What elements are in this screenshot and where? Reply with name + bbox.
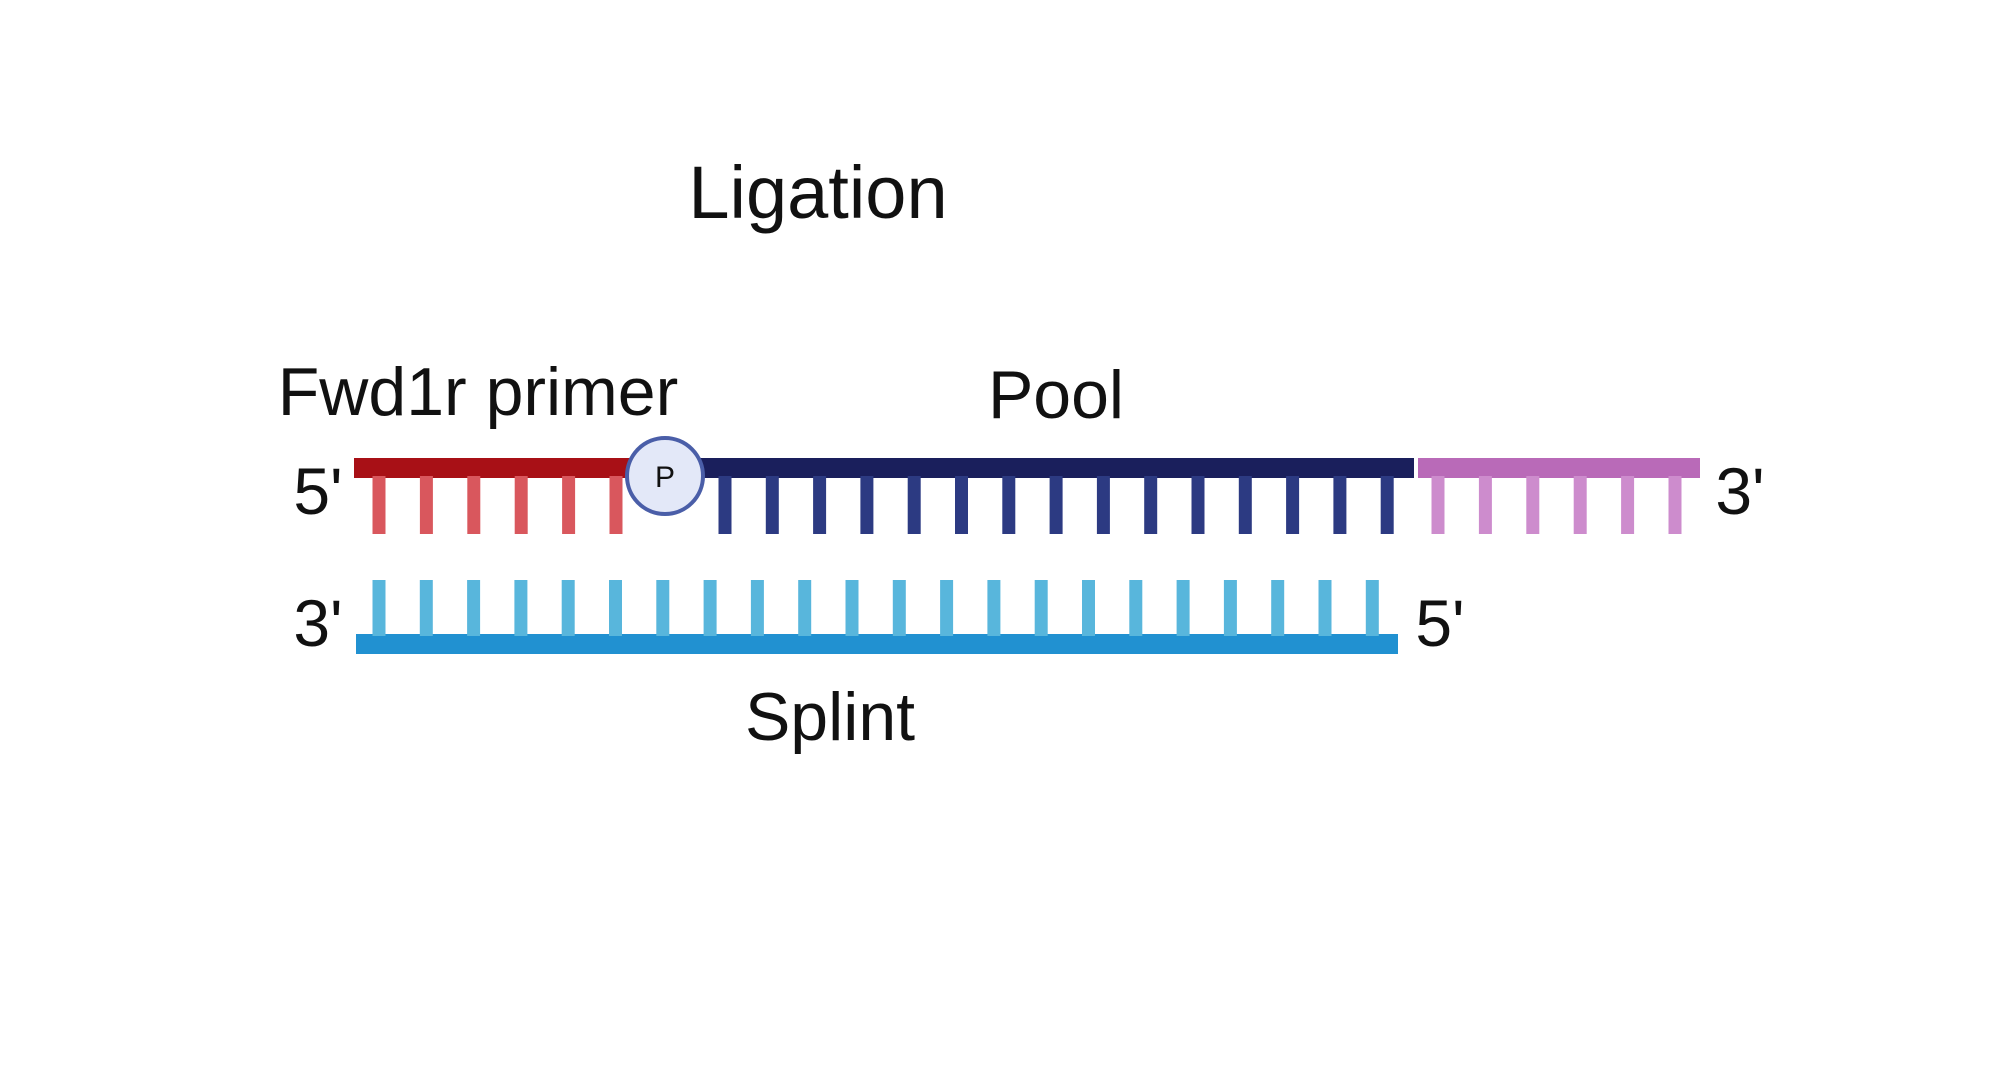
diagram-title: Ligation bbox=[688, 151, 947, 234]
tail-base bbox=[1526, 476, 1540, 534]
pool-base bbox=[1191, 476, 1205, 534]
splint-base bbox=[1271, 580, 1285, 636]
fwd1r-backbone bbox=[354, 458, 636, 478]
pool-bases bbox=[718, 476, 1394, 534]
fwd1r-base bbox=[514, 476, 528, 534]
phosphate-group: P bbox=[625, 436, 705, 516]
pool-base bbox=[1002, 476, 1016, 534]
splint-backbone bbox=[356, 634, 1398, 654]
pool-base bbox=[1286, 476, 1300, 534]
phosphate-circle bbox=[625, 436, 705, 516]
top-strand-3prime-label: 3' bbox=[1715, 454, 1764, 528]
pool-base bbox=[718, 476, 732, 534]
pool-base bbox=[1238, 476, 1252, 534]
pool-base bbox=[1333, 476, 1347, 534]
fwd1r-base bbox=[372, 476, 386, 534]
fwd1r-base bbox=[467, 476, 481, 534]
splint-base bbox=[1082, 580, 1095, 636]
splint-base bbox=[798, 580, 812, 636]
pool-base bbox=[1049, 476, 1063, 534]
pool-backbone bbox=[696, 458, 1414, 478]
tail-strand bbox=[1418, 458, 1700, 534]
splint-base bbox=[1129, 580, 1143, 636]
tail-base bbox=[1668, 476, 1682, 534]
pool-label: Pool bbox=[988, 357, 1124, 433]
fwd1r-base bbox=[419, 476, 433, 534]
splint-base bbox=[987, 580, 1001, 636]
fwd1r-base bbox=[609, 476, 623, 534]
fwd1r-primer-strand bbox=[354, 458, 636, 534]
pool-strand bbox=[696, 458, 1414, 534]
splint-base bbox=[892, 580, 906, 636]
fwd1r-primer-label: Fwd1r primer bbox=[278, 354, 679, 430]
splint-base bbox=[750, 580, 764, 636]
splint-base bbox=[1176, 580, 1190, 636]
pool-base bbox=[860, 476, 874, 534]
splint-5prime-label: 5' bbox=[1415, 586, 1464, 660]
splint-strand bbox=[356, 580, 1398, 654]
tail-backbone bbox=[1418, 458, 1700, 478]
fwd1r-base bbox=[562, 476, 576, 534]
splint-base bbox=[1034, 580, 1048, 636]
tail-bases bbox=[1431, 476, 1682, 534]
splint-base bbox=[845, 580, 859, 636]
tail-base bbox=[1573, 476, 1587, 534]
splint-base bbox=[1318, 580, 1332, 636]
splint-base bbox=[656, 580, 670, 636]
fwd1r-bases bbox=[372, 476, 623, 534]
splint-base bbox=[1223, 580, 1237, 636]
splint-base bbox=[1365, 580, 1379, 636]
tail-base bbox=[1621, 476, 1635, 534]
splint-label: Splint bbox=[745, 679, 915, 755]
pool-base bbox=[1096, 476, 1110, 534]
pool-base bbox=[1144, 476, 1158, 534]
tail-base bbox=[1431, 476, 1445, 534]
splint-base bbox=[940, 580, 954, 636]
pool-base bbox=[813, 476, 827, 534]
splint-base bbox=[609, 580, 622, 636]
splint-base bbox=[703, 580, 717, 636]
splint-bases bbox=[372, 580, 1379, 636]
splint-3prime-label: 3' bbox=[293, 586, 342, 660]
tail-base bbox=[1478, 476, 1492, 534]
pool-base bbox=[955, 476, 968, 534]
phosphate-label: P bbox=[655, 461, 675, 494]
splint-base bbox=[419, 580, 433, 636]
pool-base bbox=[765, 476, 779, 534]
top-strand-5prime-label: 5' bbox=[293, 454, 342, 528]
pool-base bbox=[1380, 476, 1394, 534]
pool-base bbox=[907, 476, 921, 534]
splint-base bbox=[561, 580, 575, 636]
splint-base bbox=[514, 580, 528, 636]
splint-base bbox=[467, 580, 481, 636]
splint-base bbox=[372, 580, 386, 636]
